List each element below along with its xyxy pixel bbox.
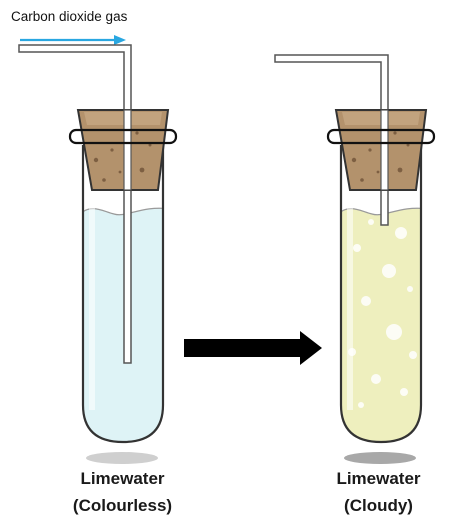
reaction-arrow-icon bbox=[184, 331, 322, 365]
limewater-label-right: Limewater bbox=[336, 469, 421, 488]
test-tube-colourless bbox=[18, 44, 178, 464]
gas-label: Carbon dioxide gas bbox=[11, 9, 128, 24]
tube-shadow bbox=[344, 452, 416, 464]
gas-flow-arrow-icon bbox=[20, 35, 126, 45]
test-tube-cloudy bbox=[274, 54, 436, 464]
limewater-state-right: (Cloudy) bbox=[344, 496, 413, 515]
tube-rim bbox=[326, 128, 436, 145]
limewater-state-left: (Colourless) bbox=[72, 496, 173, 515]
tube-outline bbox=[339, 145, 423, 444]
delivery-tube bbox=[274, 54, 389, 226]
tube-outline bbox=[81, 145, 165, 444]
tube-rim bbox=[68, 128, 178, 145]
precipitate-particles bbox=[348, 219, 417, 408]
tube-shadow bbox=[86, 452, 158, 464]
delivery-tube bbox=[18, 44, 132, 364]
limewater-label-left: Limewater bbox=[80, 469, 165, 488]
